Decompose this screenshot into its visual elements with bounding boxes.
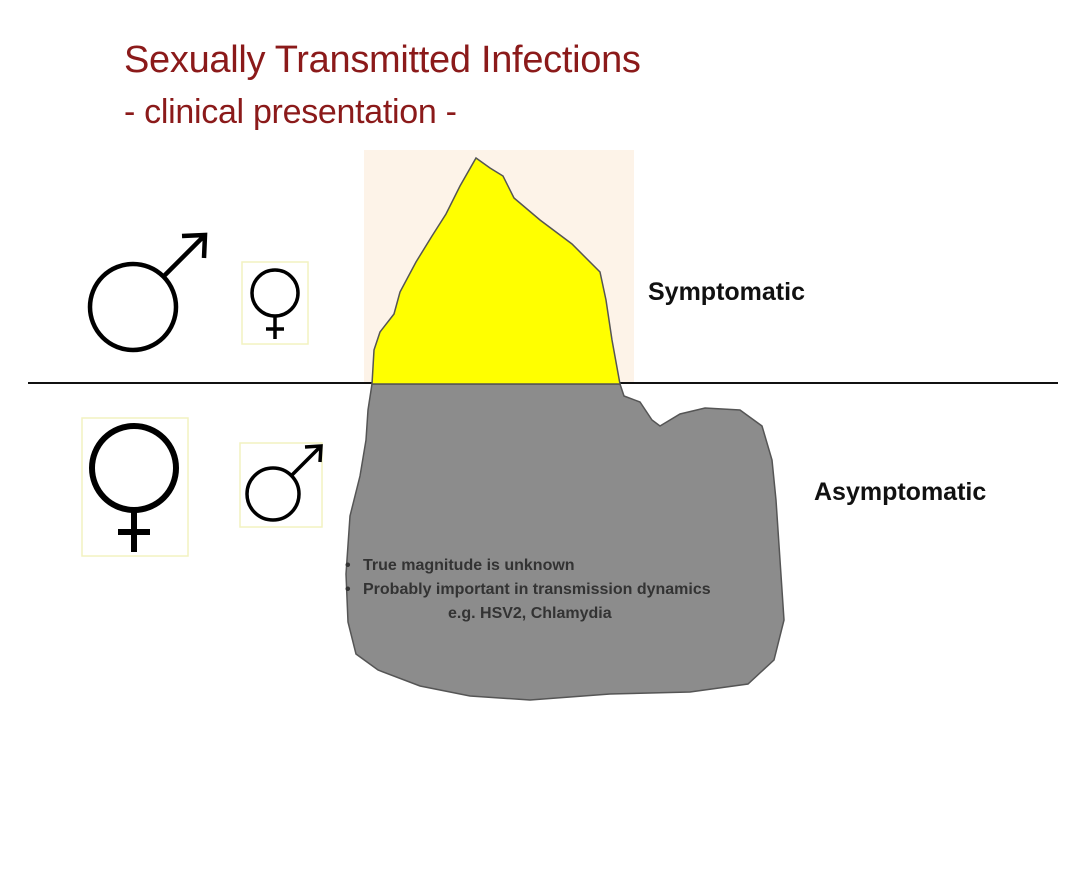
- female-symbol-icon: [250, 268, 300, 339]
- notes-list: True magnitude is unknown Probably impor…: [344, 554, 764, 602]
- male-symbol-icon: [245, 444, 323, 522]
- asymptomatic-notes: True magnitude is unknown Probably impor…: [344, 554, 764, 626]
- notes-example: e.g. HSV2, Chlamydia: [448, 605, 612, 622]
- male-symbol-frame: [239, 442, 323, 528]
- iceberg-submerged-asymptomatic: [345, 383, 785, 701]
- iceberg-tip-symptomatic: [371, 156, 621, 385]
- list-item: True magnitude is unknown: [344, 554, 764, 578]
- list-item: Probably important in transmission dynam…: [344, 578, 764, 602]
- female-symbol-icon: [89, 423, 179, 552]
- female-symbol-frame: [81, 417, 189, 557]
- page-title: Sexually Transmitted Infections: [124, 39, 641, 81]
- symptomatic-label: Symptomatic: [648, 278, 805, 306]
- female-symbol-frame: [241, 261, 309, 345]
- asymptomatic-label: Asymptomatic: [814, 478, 987, 506]
- male-symbol-icon: [87, 232, 208, 353]
- page-subtitle: - clinical presentation -: [124, 93, 457, 131]
